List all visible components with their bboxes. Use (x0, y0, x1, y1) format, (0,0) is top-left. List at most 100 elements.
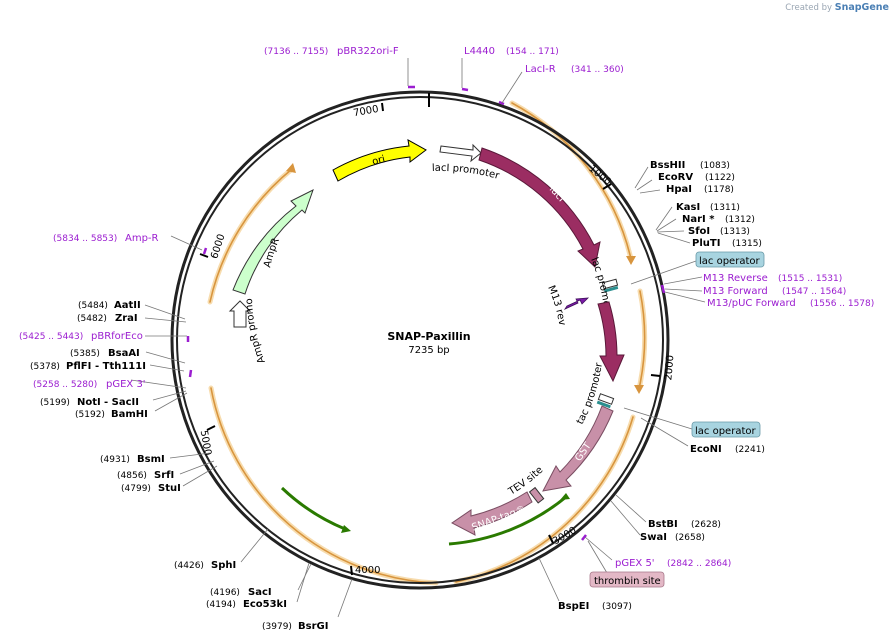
green-arc-right (448, 495, 567, 546)
feature-ampr[interactable]: AmpR (232, 189, 314, 295)
feature-ori[interactable]: ori (332, 139, 427, 182)
track-top-right-core (511, 102, 632, 260)
box-lac-operator-1: lac operator (695, 251, 765, 268)
enzyme-bsaai: BsaAI (108, 348, 140, 359)
enzyme-zrai: ZraI (115, 313, 138, 324)
enzyme-pos-noti: (5199) (40, 398, 70, 408)
tick-5000 (206, 425, 216, 431)
tac-operator-mark (596, 400, 611, 409)
feature-label-lacza: lacZα (620, 319, 633, 348)
m13-rev-arrow (563, 297, 590, 310)
enzyme-stui: StuI (158, 483, 181, 494)
enzyme-ecorv: EcoRV (658, 172, 693, 183)
enzyme-pos-zrai: (5482) (77, 314, 107, 324)
enzyme-swai: SwaI (640, 532, 667, 543)
primer-mark-laci-r (498, 100, 505, 106)
primer-name-pbr322ori-f: pBR322ori-F (337, 46, 399, 57)
tick-2000 (650, 374, 661, 377)
box-label-thrombin-site: thrombin site (594, 576, 661, 587)
enzyme-pos-nari: (1312) (725, 215, 755, 225)
primer-name-pbrforeco: pBRforEco (91, 331, 143, 342)
enzyme-pos-stui: (4799) (121, 484, 151, 494)
enzyme-pos-sfoi: (1313) (720, 227, 750, 237)
primer-name-m13-forward: M13 Forward (703, 286, 768, 297)
tick-7000 (381, 102, 384, 112)
enzyme-noti: NotI (77, 397, 101, 408)
enzyme-pos-ecorv: (1122) (705, 173, 735, 183)
tick-label-2000: 2000 (663, 355, 676, 381)
enzyme-hpai: HpaI (666, 184, 692, 195)
primer-name-pgex5: pGEX 5' (615, 558, 655, 569)
primer-pos-amp-r: (5834 .. 5853) (53, 234, 117, 244)
leader-lines (130, 58, 706, 618)
enzyme-pos-pluti: (1315) (732, 239, 762, 249)
track-bottom-left-core (210, 387, 437, 584)
arrowhead-1 (626, 256, 636, 265)
enzyme-pos-kasi: (1311) (710, 203, 740, 213)
enzyme-pluti: PluTI (692, 238, 720, 249)
primer-labels: (7136 .. 7155) pBR322ori-F L4440 (154 ..… (19, 46, 874, 569)
enzyme-sacii: - SacII (104, 397, 139, 408)
ampr-promoter-arrow (228, 300, 252, 328)
primer-pos-m13-forward: (1547 .. 1564) (782, 287, 846, 297)
track-arrowheads (286, 163, 644, 394)
enzyme-pos-swai: (2658) (675, 533, 705, 543)
tick-label-5000: 5000 (198, 429, 213, 456)
backbone-outer (170, 90, 670, 590)
primer-pos-l4440: (154 .. 171) (506, 47, 559, 57)
primer-mark-l4440 (461, 87, 469, 92)
green-arc-left (280, 486, 346, 531)
primer-name-amp-r: Amp-R (125, 233, 159, 244)
tick-label-7000: 7000 (353, 104, 380, 119)
enzyme-pos-hpai: (1178) (704, 185, 734, 195)
tick-4000 (350, 565, 353, 576)
tick-marks (199, 93, 661, 576)
green-arrowhead-right (560, 493, 570, 500)
feature-snap-tag[interactable]: SNAP-tag® (451, 491, 533, 536)
enzyme-tth111i: - Tth111I (95, 361, 146, 372)
enzyme-pos-aatii: (5484) (78, 301, 108, 311)
track-lower-right (453, 414, 636, 585)
lac-operator-mark (603, 285, 619, 293)
track-bottom-left (208, 385, 439, 586)
feature-lacza[interactable]: lacZα (597, 301, 634, 383)
feature-m13-rev[interactable]: M13 rev (545, 284, 590, 327)
enzyme-pos-srfi: (4856) (117, 471, 147, 481)
orange-tracks (207, 100, 648, 586)
enzyme-pos-bsmi: (4931) (100, 455, 130, 465)
arrowhead-2 (634, 385, 644, 394)
track-right-core (638, 290, 646, 390)
primer-pos-pgex3: (5258 .. 5280) (33, 380, 97, 390)
enzyme-sfoi: SfoI (688, 226, 710, 237)
green-arrowhead-left (341, 525, 351, 533)
feature-green-arcs (280, 486, 570, 546)
primer-name-laci-r: LacI-R (525, 64, 556, 75)
box-lac-operator-2: lac operator (691, 421, 761, 438)
primer-name-l4440: L4440 (464, 46, 495, 57)
plasmid-size: 7235 bp (408, 345, 449, 356)
primer-mark-m13 (660, 284, 666, 294)
enzyme-pflfi: PflFI (66, 361, 91, 372)
enzyme-eco53ki: Eco53kI (243, 599, 287, 610)
track-upper-left-core (209, 168, 293, 303)
feature-label-ori: ori (371, 154, 386, 168)
feature-laci[interactable]: lacI (478, 147, 601, 268)
arrowhead-3 (286, 163, 296, 173)
box-thrombin-site: thrombin site (589, 571, 665, 588)
tac-promoter-mark (597, 393, 615, 405)
enzyme-labels-right: BssHII (1083) EcoRV (1122) HpaI (1178) K… (558, 160, 765, 612)
enzyme-saci: SacI (248, 587, 272, 598)
enzyme-bsmi: BsmI (137, 454, 165, 465)
tick-3000 (548, 534, 554, 544)
enzyme-pos-eco53ki: (4194) (206, 600, 236, 610)
primer-pos-pgex5: (2842 .. 2864) (667, 559, 731, 569)
enzyme-pos-bamhi: (5192) (75, 410, 105, 420)
enzyme-aatii: AatII (114, 300, 141, 311)
snapgene-watermark: Created by SnapGene (785, 2, 889, 13)
enzyme-bstbi: BstBI (648, 519, 678, 530)
enzyme-kasi: KasI (676, 202, 700, 213)
primer-name-pgex3: pGEX 3' (106, 379, 146, 390)
enzyme-pos-econi: (2241) (735, 445, 765, 455)
tick-label-4000: 4000 (355, 565, 380, 576)
